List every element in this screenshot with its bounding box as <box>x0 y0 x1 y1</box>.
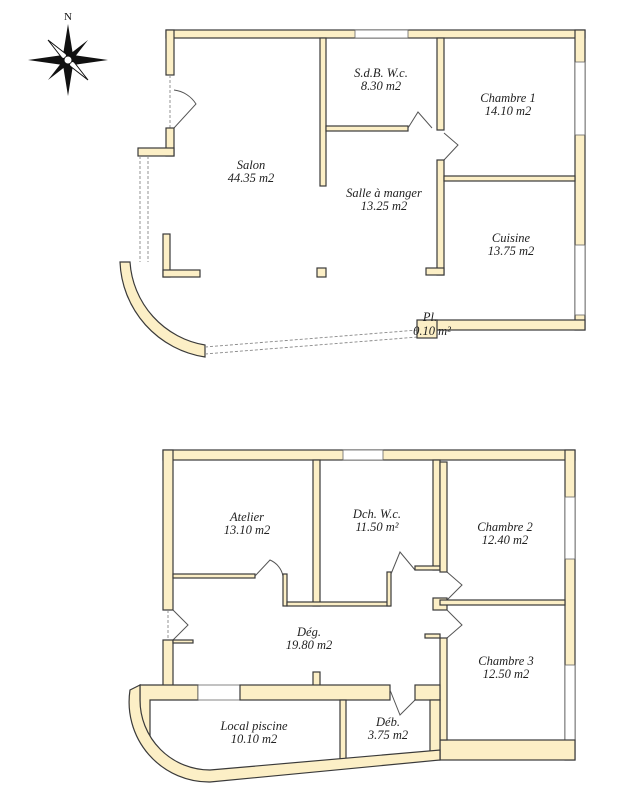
svg-text:Chambre 2: Chambre 2 <box>477 520 532 534</box>
upper-plan <box>119 29 586 358</box>
room-label-placard: Pl. 0.10 m² <box>413 310 451 338</box>
compass-rose-icon: N <box>28 11 108 96</box>
svg-text:0.10 m²: 0.10 m² <box>413 324 451 338</box>
lower-plan <box>128 449 576 783</box>
svg-text:Chambre 1: Chambre 1 <box>480 91 535 105</box>
room-label-salle-a-manger: Salle à manger 13.25 m2 <box>346 186 422 213</box>
svg-text:13.75 m2: 13.75 m2 <box>488 244 535 258</box>
room-label-cuisine: Cuisine 13.75 m2 <box>488 231 535 258</box>
svg-text:Dég.: Dég. <box>296 625 321 639</box>
svg-text:8.30 m2: 8.30 m2 <box>361 79 401 93</box>
room-label-debarras: Déb. 3.75 m2 <box>367 715 408 742</box>
svg-text:Dch. W.c.: Dch. W.c. <box>352 507 401 521</box>
svg-text:3.75 m2: 3.75 m2 <box>367 728 408 742</box>
svg-text:12.40 m2: 12.40 m2 <box>482 533 529 547</box>
svg-text:Cuisine: Cuisine <box>492 231 531 245</box>
svg-text:11.50 m²: 11.50 m² <box>355 520 398 534</box>
room-label-sdb-wc: S.d.B. W.c. 8.30 m2 <box>354 66 408 93</box>
svg-text:44.35 m2: 44.35 m2 <box>228 171 275 185</box>
room-label-salon: Salon 44.35 m2 <box>228 158 275 185</box>
svg-text:13.10 m2: 13.10 m2 <box>224 523 271 537</box>
svg-text:13.25 m2: 13.25 m2 <box>361 199 408 213</box>
svg-text:10.10 m2: 10.10 m2 <box>231 732 278 746</box>
room-label-dch-wc: Dch. W.c. 11.50 m² <box>352 507 401 534</box>
room-label-degagement: Dég. 19.80 m2 <box>286 625 333 652</box>
svg-text:S.d.B. W.c.: S.d.B. W.c. <box>354 66 408 80</box>
svg-text:Atelier: Atelier <box>229 510 264 524</box>
svg-text:Salle à manger: Salle à manger <box>346 186 422 200</box>
svg-text:19.80 m2: 19.80 m2 <box>286 638 333 652</box>
room-label-chambre-2: Chambre 2 12.40 m2 <box>477 520 532 547</box>
svg-text:12.50 m2: 12.50 m2 <box>483 667 530 681</box>
room-label-chambre-3: Chambre 3 12.50 m2 <box>478 654 533 681</box>
room-label-atelier: Atelier 13.10 m2 <box>224 510 271 537</box>
svg-text:Salon: Salon <box>237 158 265 172</box>
compass-north-label: N <box>64 11 72 23</box>
svg-text:Chambre 3: Chambre 3 <box>478 654 533 668</box>
room-label-local-piscine: Local piscine 10.10 m2 <box>219 719 287 746</box>
svg-text:14.10 m2: 14.10 m2 <box>485 104 532 118</box>
svg-text:Déb.: Déb. <box>375 715 400 729</box>
svg-text:Pl.: Pl. <box>422 310 437 324</box>
room-label-chambre-1: Chambre 1 14.10 m2 <box>480 91 535 118</box>
svg-text:Local piscine: Local piscine <box>219 719 287 733</box>
